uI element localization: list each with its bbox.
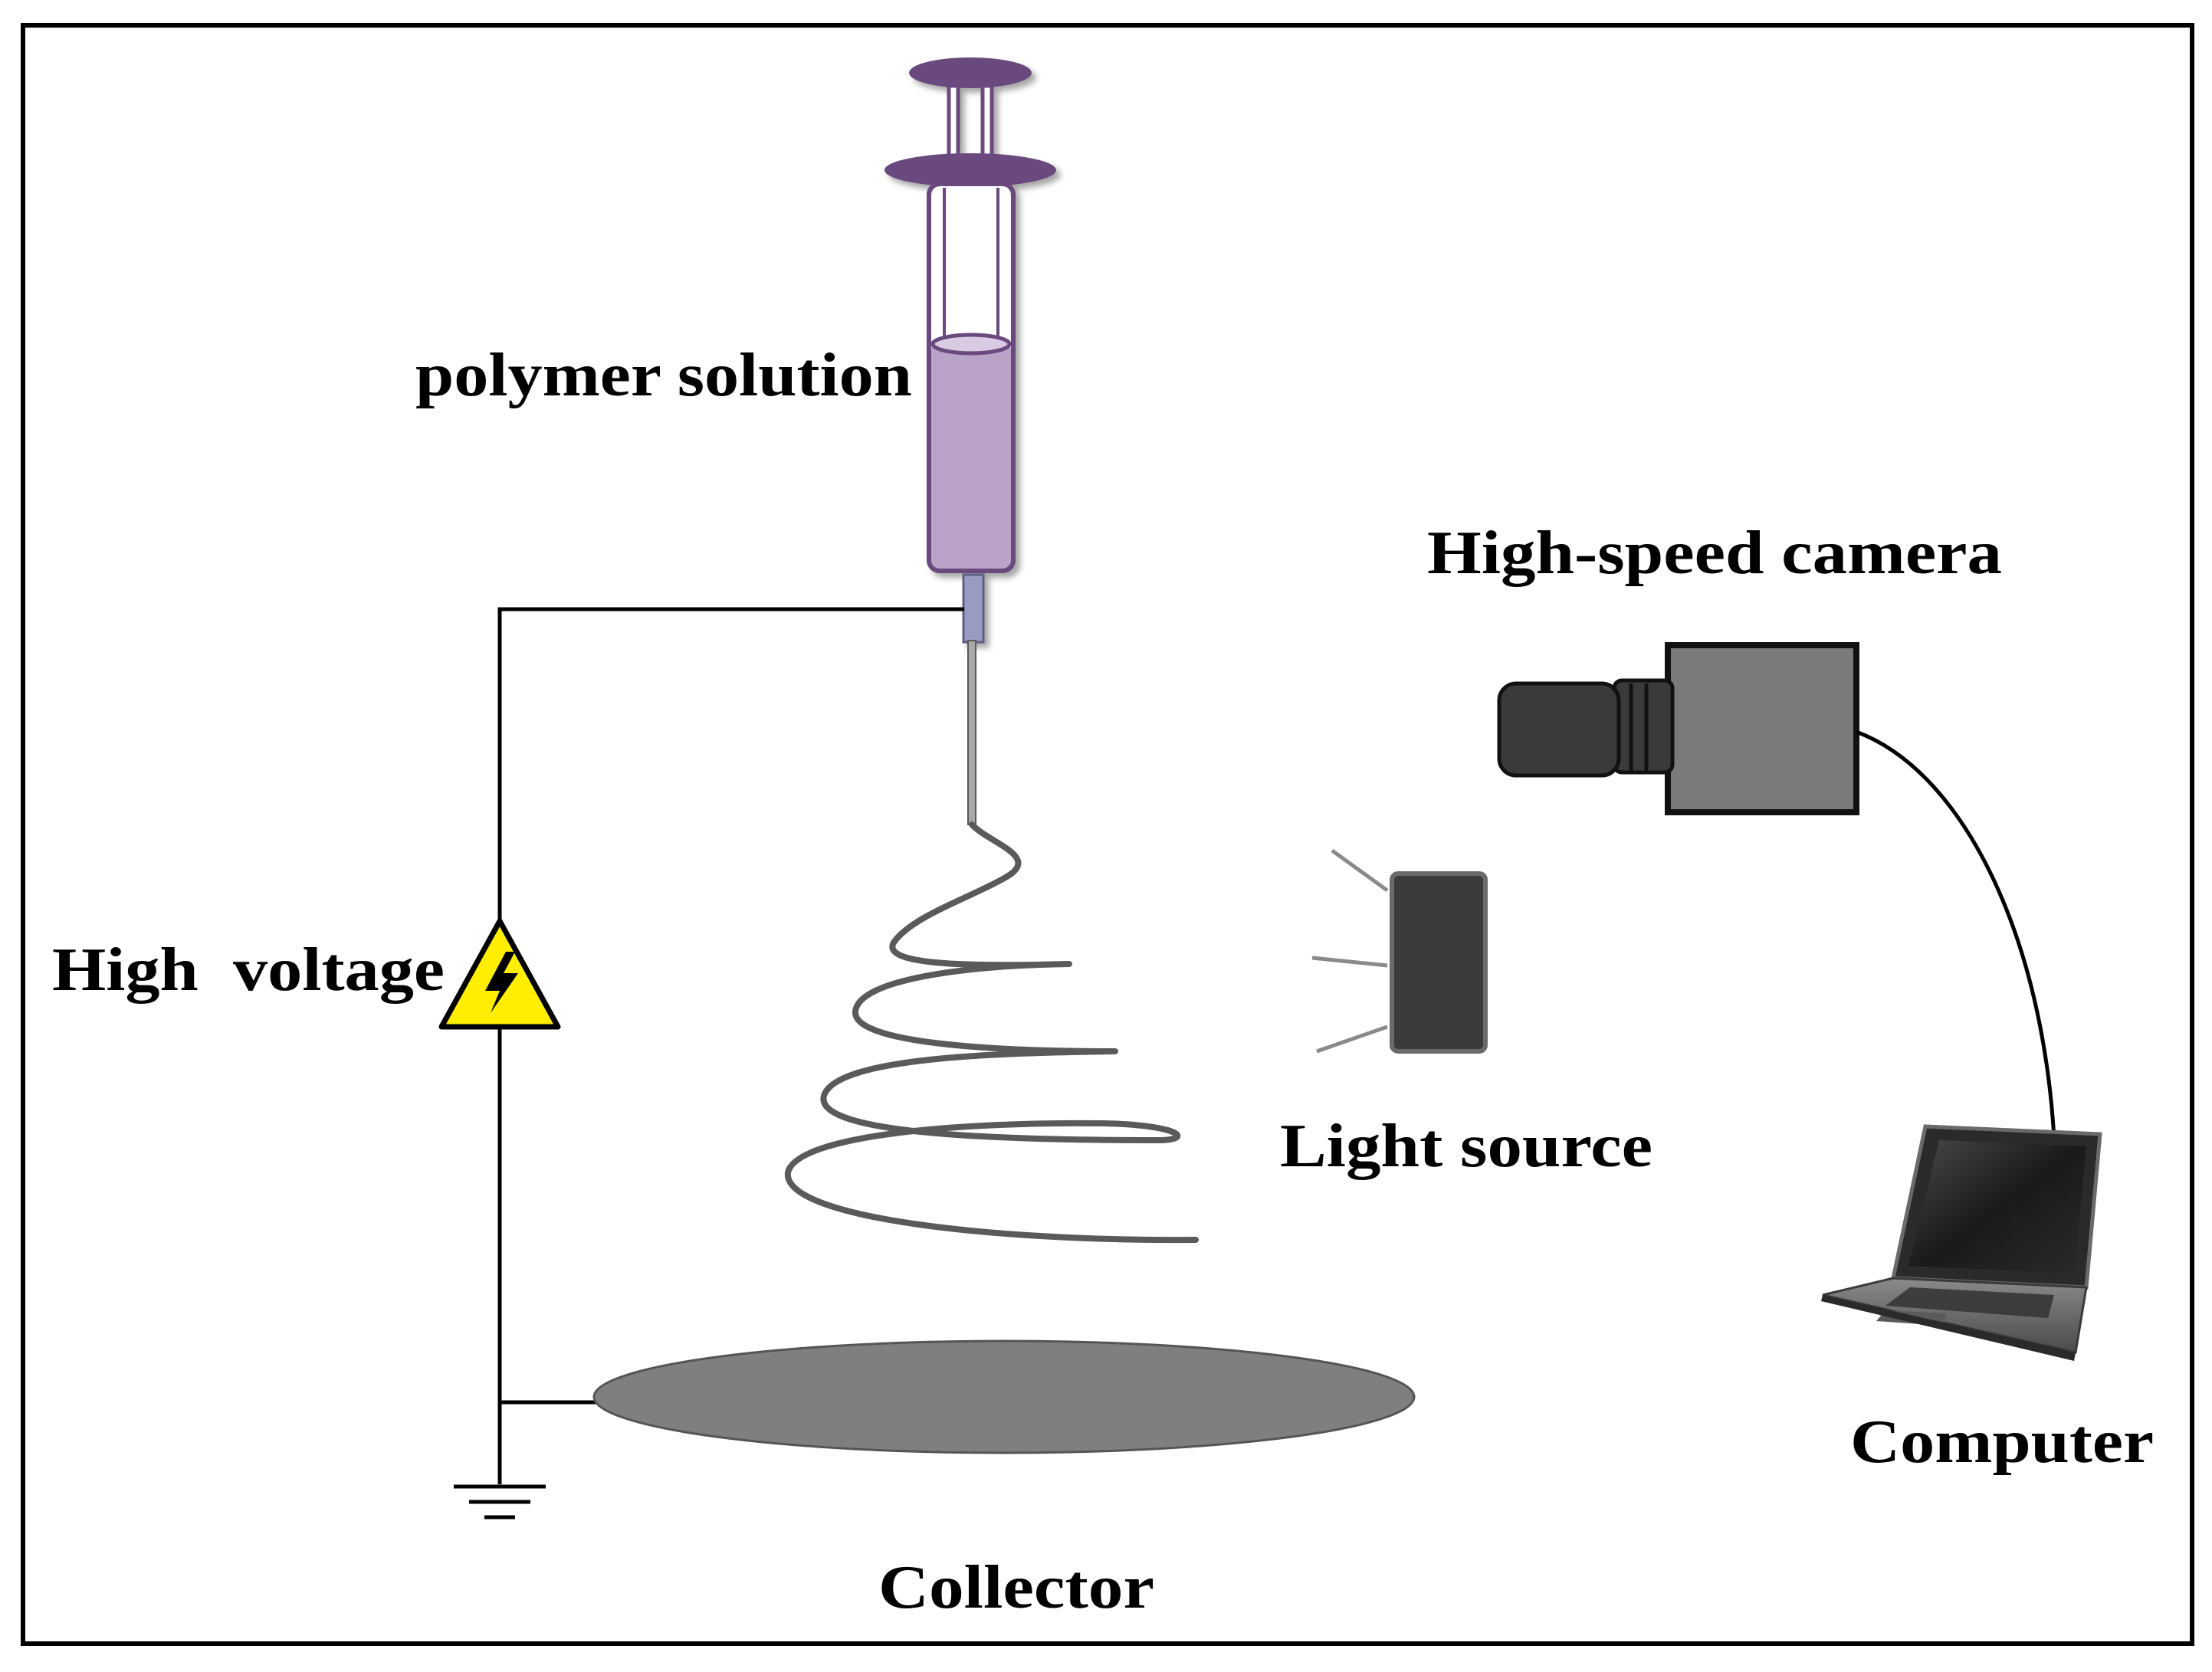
- ground-icon: [454, 1484, 546, 1520]
- laptop-icon: [1821, 1124, 2102, 1361]
- light-source-label: Light source: [1280, 1113, 1652, 1180]
- high-voltage-warning-icon: [438, 918, 561, 1030]
- camera-icon: [1497, 642, 1859, 815]
- camera-cable: [1856, 729, 2058, 1187]
- high-speed-camera-label: High-speed camera: [1427, 520, 2002, 587]
- collector-label: Collector: [878, 1554, 1154, 1621]
- circuit-wiring: [497, 607, 964, 1484]
- syringe-icon: [884, 57, 1056, 644]
- polymer-jet-spiral: [784, 821, 1199, 1244]
- figure-frame: [21, 23, 2194, 1646]
- needle: [967, 640, 976, 825]
- collector-plate: [592, 1339, 1416, 1454]
- polymer-solution-label: polymer solution: [415, 342, 912, 409]
- computer-label: Computer: [1850, 1408, 2154, 1476]
- light-source-icon: [1311, 848, 1488, 1054]
- high-voltage-label: High voltage: [52, 936, 445, 1004]
